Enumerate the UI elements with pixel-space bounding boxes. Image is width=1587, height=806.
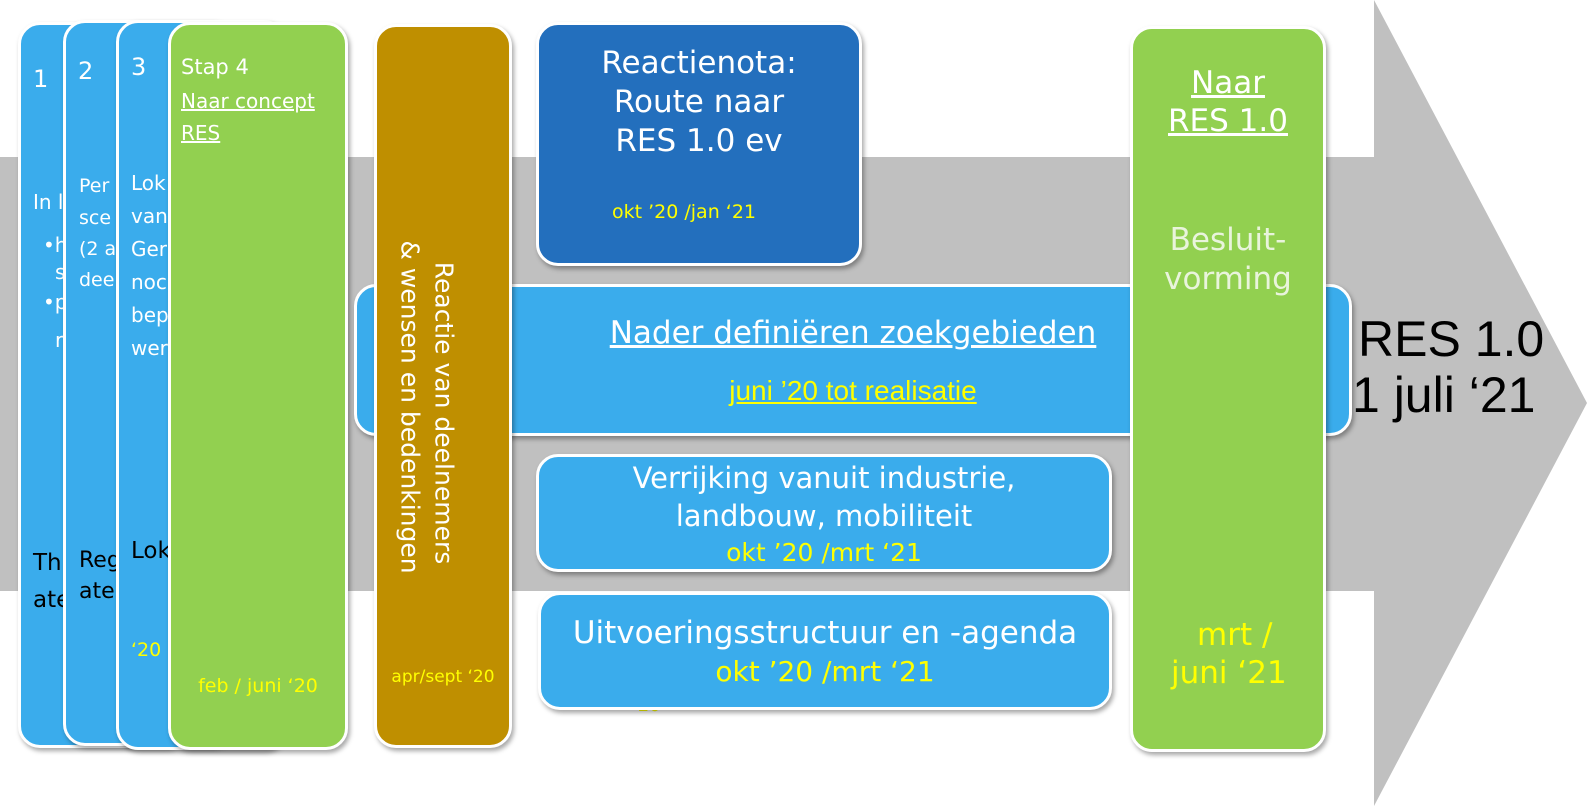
step-3-body-line: noc <box>131 270 167 294</box>
zoekgebieden-date: juni ’20 tot realisatie <box>729 375 977 406</box>
step-1-footer-line: Th <box>33 550 62 576</box>
step-3-footer-line: Lok <box>131 538 171 564</box>
step-3-body-line: Lok <box>131 171 166 195</box>
step-2-body-line: sce <box>79 207 112 229</box>
verrijking-line1: Verrijking vanuit industrie, <box>632 461 1016 495</box>
step-2-footer-line: ate <box>79 579 115 604</box>
step-4-date: feb / juni ‘20 <box>198 675 318 697</box>
besluit-date-line2: juni ‘21 <box>1171 655 1287 691</box>
uitvoering-line1: Uitvoeringsstructuur en -agenda <box>572 615 1078 651</box>
besluit-link-line2: RES 1.0 <box>1168 103 1288 139</box>
besluit-link-line1: Naar <box>1191 65 1265 101</box>
reaction-line1: Reactie van deelnemers <box>429 261 459 565</box>
step-3-body-line: Ger <box>131 237 168 261</box>
verrijking-card: Verrijking vanuit industrie, landbouw, m… <box>536 454 1112 572</box>
reactienota-date: okt ’20 /jan ‘21 <box>612 201 756 223</box>
step-4-label: Stap 4 <box>181 55 249 79</box>
besluit-date-line1: mrt / <box>1197 617 1273 653</box>
uitvoering-card: Uitvoeringsstructuur en -agenda okt ’20 … <box>538 592 1112 710</box>
arrow-label-line2: 1 juli ‘21 <box>1352 367 1536 423</box>
besluit-body-line2: vorming <box>1164 261 1292 297</box>
step-3-date: ‘20 <box>131 639 162 661</box>
step-3-body-line: bep <box>131 303 169 327</box>
reactienota-card: Reactienota: Route naar RES 1.0 ev okt ’… <box>536 22 862 266</box>
arrow-label-line1: RES 1.0 <box>1358 311 1545 367</box>
step-1-number: 1 <box>33 65 49 93</box>
step-4-link-line1: Naar concept <box>181 89 315 113</box>
verrijking-line2: landbouw, mobiliteit <box>675 499 973 533</box>
reactienota-line1: Reactienota: <box>601 45 797 81</box>
reactienota-line2: Route naar <box>613 84 785 120</box>
step-1-body-line: r <box>55 328 64 352</box>
step-4-card: Stap 4 Naar concept RES feb / juni ‘20 <box>168 22 348 750</box>
reactienota-line3: RES 1.0 ev <box>615 123 783 159</box>
step-3-body-line: wer <box>131 336 168 360</box>
zoekgebieden-title: Nader definiëren zoekgebieden <box>609 315 1097 351</box>
reaction-line2: & wensen en bedenkingen <box>395 240 425 574</box>
step-4-link-line2: RES <box>181 121 221 145</box>
step-2-footer-line: Reg <box>79 548 121 573</box>
besluit-body-line1: Besluit- <box>1169 222 1287 258</box>
step-2-body-line: dee <box>79 269 115 291</box>
step-2-body-line: (2 a <box>79 238 117 260</box>
verrijking-date: okt ’20 /mrt ‘21 <box>726 538 922 567</box>
uitvoering-date: okt ’20 /mrt ‘21 <box>715 655 935 688</box>
step-2-number: 2 <box>78 57 94 85</box>
reaction-date: apr/sept ‘20 <box>391 667 495 687</box>
step-2-body-line: Per <box>79 175 110 197</box>
besluit-card: Naar RES 1.0 Besluit- vorming mrt / juni… <box>1130 26 1326 752</box>
reaction-card: Reactie van deelnemers & wensen en beden… <box>374 24 512 748</box>
step-1-body-line: s <box>55 260 66 284</box>
step-3-body-line: van <box>131 204 168 228</box>
step-1-body-line: In l <box>33 190 64 214</box>
step-3-number: 3 <box>131 53 147 81</box>
